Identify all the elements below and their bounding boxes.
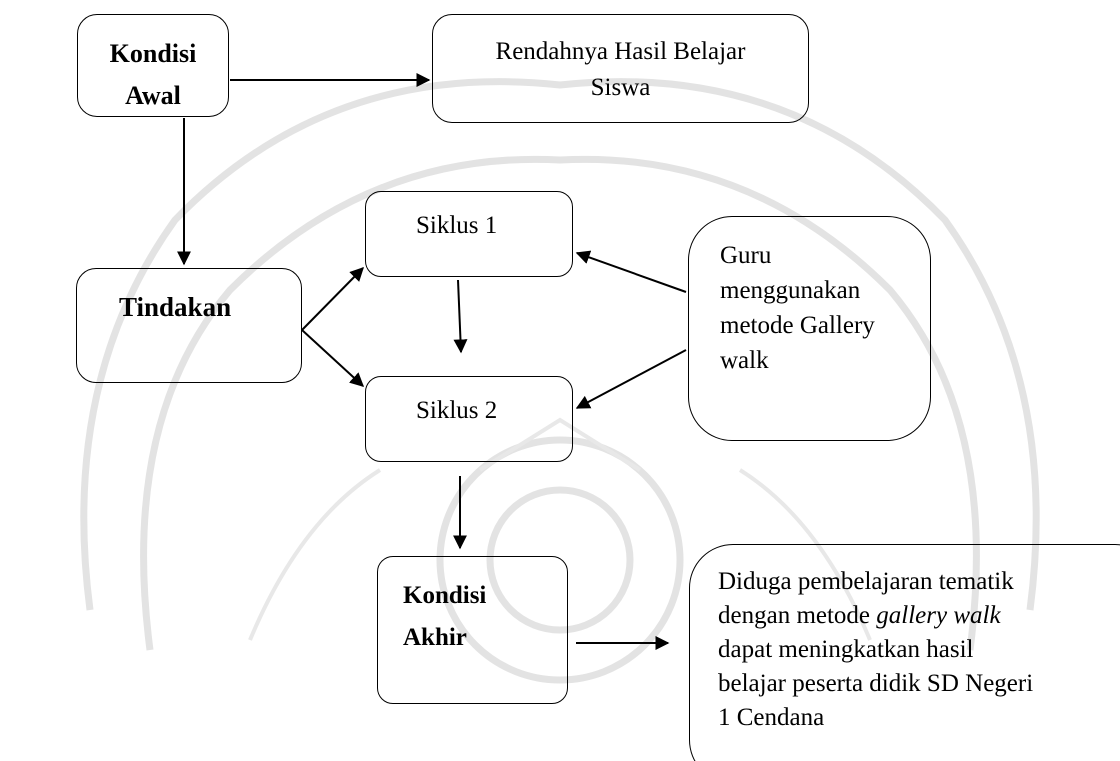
kondisi-akhir-line1: Kondisi [403,582,487,609]
hipotesis-line2: dengan metode gallery walk [718,599,1118,633]
node-kondisi-awal [77,14,229,117]
guru-line3: metode Gallery [720,312,875,339]
hipotesis-line4: belajar peserta didik SD Negeri [718,670,1034,697]
arrow-tindakan-to-siklus1 [301,267,364,331]
siklus-2-label: Siklus 2 [416,397,498,424]
siklus-1-label: Siklus 1 [416,212,498,239]
kondisi-awal-line1: Kondisi [109,39,197,68]
arrow-siklus1-to-siklus2 [453,279,468,354]
kondisi-awal-line2: Awal [125,81,181,110]
guru-line2: menggunakan [720,277,861,304]
kondisi-akhir-line2: Akhir [403,624,467,651]
node-kondisi-akhir [377,556,568,704]
hipotesis-line2-prefix: dengan metode [718,602,877,629]
hipotesis-line1: Diduga pembelajaran tematik [718,568,1014,595]
guru-line4: walk [720,347,769,374]
hipotesis-label: Diduga pembelajaran tematik dengan metod… [718,565,1118,735]
node-rendahnya-hasil-belajar [432,14,809,123]
kondisi-awal-label: Kondisi Awal [77,33,229,117]
arrow-tindakan-to-siklus2 [301,329,365,387]
node-tindakan [76,268,302,383]
kondisi-akhir-label: Kondisi Akhir [403,575,553,659]
node-guru-metode [688,216,931,441]
arrow-guru-to-siklus1 [575,250,687,293]
guru-label: Guru menggunakan metode Gallery walk [720,238,920,378]
arrow-guru-to-siklus2 [575,349,687,409]
rendah-line2: Siswa [590,74,651,101]
node-siklus-1 [365,191,573,277]
node-siklus-2 [365,376,573,462]
guru-line1: Guru [720,242,772,269]
tindakan-label: Tindakan [119,292,232,322]
hipotesis-line5: 1 Cendana [718,704,825,731]
rendah-line1: Rendahnya Hasil Belajar [495,38,746,65]
hipotesis-line2-italic: gallery walk [876,602,1001,629]
rendah-label: Rendahnya Hasil Belajar Siswa [432,34,809,106]
hipotesis-line3: dapat meningkatkan hasil [718,636,974,663]
node-hipotesis [689,544,1120,761]
